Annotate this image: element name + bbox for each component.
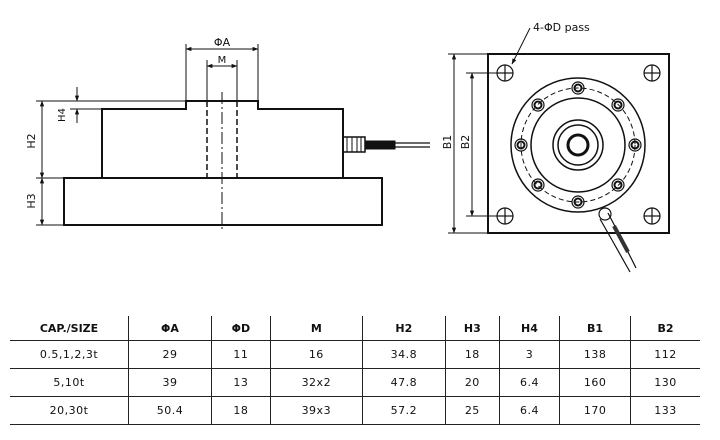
cell-h4: 3 — [498, 340, 560, 369]
dim-phi-a-label: ΦA — [214, 36, 231, 49]
cell-h2: 47.8 — [361, 368, 446, 397]
cell-b2: 130 — [630, 368, 700, 397]
dimension-table: CAP./SIZE ΦA ΦD M H2 H3 H4 B1 B2 0.5,1,2… — [10, 316, 700, 425]
cell-phi-d: 13 — [210, 368, 271, 397]
cell-h4: 6.4 — [498, 396, 560, 425]
cell-phi-a: 50.4 — [128, 396, 212, 425]
dim-m-label: M — [218, 55, 227, 66]
dim-b1-label: B1 — [441, 135, 454, 150]
bolt-circle — [520, 87, 636, 203]
cell-phi-d: 11 — [210, 340, 271, 369]
header-phi-d: ΦD — [210, 316, 271, 341]
table-row: 5,10t 39 13 32x2 47.8 20 6.4 160 130 — [10, 368, 700, 397]
header-b1: B1 — [559, 316, 631, 341]
corner-holes — [496, 64, 661, 225]
dim-h2-label: H2 — [25, 133, 38, 148]
cell-h3: 20 — [444, 368, 500, 397]
cell-h2: 57.2 — [361, 396, 446, 425]
dim-h3-label: H3 — [25, 193, 38, 208]
cell-b1: 138 — [559, 340, 631, 369]
cell-m: 39x3 — [269, 396, 363, 425]
header-h3: H3 — [444, 316, 500, 341]
cell-b1: 160 — [559, 368, 631, 397]
dim-h4-label: H4 — [57, 108, 68, 122]
side-view — [36, 44, 430, 232]
header-h2: H2 — [361, 316, 446, 341]
table-header-row: CAP./SIZE ΦA ΦD M H2 H3 H4 B1 B2 — [10, 316, 700, 341]
cell-phi-a: 29 — [128, 340, 212, 369]
cell-cap-size: 20,30t — [49, 404, 89, 417]
dim-b2-label: B2 — [459, 135, 472, 150]
cell-h2: 34.8 — [361, 340, 446, 369]
cable-sleeve — [364, 140, 396, 150]
cell-b1: 170 — [559, 396, 631, 425]
bolt-holes — [514, 81, 642, 209]
base-plate — [63, 177, 383, 226]
top-view-labels: 4-ΦD pass B1 B2 — [441, 21, 590, 149]
cell-h3: 18 — [444, 340, 500, 369]
hole-callout-leader — [511, 27, 531, 65]
square-plate — [487, 53, 670, 234]
header-cap-size: CAP./SIZE — [39, 321, 99, 335]
header-phi-a: ΦA — [128, 316, 212, 341]
cell-m: 16 — [269, 340, 363, 369]
top-view-cable — [598, 207, 637, 273]
header-b2: B2 — [630, 316, 700, 341]
cell-cap-size: 0.5,1,2,3t — [39, 348, 99, 361]
outer-ring — [510, 77, 646, 213]
hole-callout-label: 4-ΦD pass — [533, 21, 590, 34]
cell-h4: 6.4 — [498, 368, 560, 397]
cell-b2: 133 — [630, 396, 700, 425]
cell-h3: 25 — [444, 396, 500, 425]
inner-ring — [530, 97, 626, 193]
side-view-labels: ΦA M H4 H2 H3 — [25, 36, 231, 209]
cable-gland — [342, 136, 366, 153]
cell-phi-d: 18 — [210, 396, 271, 425]
cell-b2: 112 — [630, 340, 700, 369]
header-m: M — [269, 316, 363, 341]
cell-phi-a: 39 — [128, 368, 212, 397]
hub-outer — [552, 119, 604, 171]
top-view — [448, 27, 670, 273]
hub-bore — [566, 133, 590, 157]
header-h4: H4 — [498, 316, 560, 341]
table-row: 20,30t 50.4 18 39x3 57.2 25 6.4 170 133 — [10, 396, 700, 425]
cell-cap-size: 5,10t — [53, 376, 85, 389]
hub-ring — [557, 124, 599, 166]
cell-m: 32x2 — [269, 368, 363, 397]
table-row: 0.5,1,2,3t 29 11 16 34.8 18 3 138 112 — [10, 340, 700, 369]
technical-drawing: ΦA M H4 H2 H3 — [25, 21, 670, 273]
